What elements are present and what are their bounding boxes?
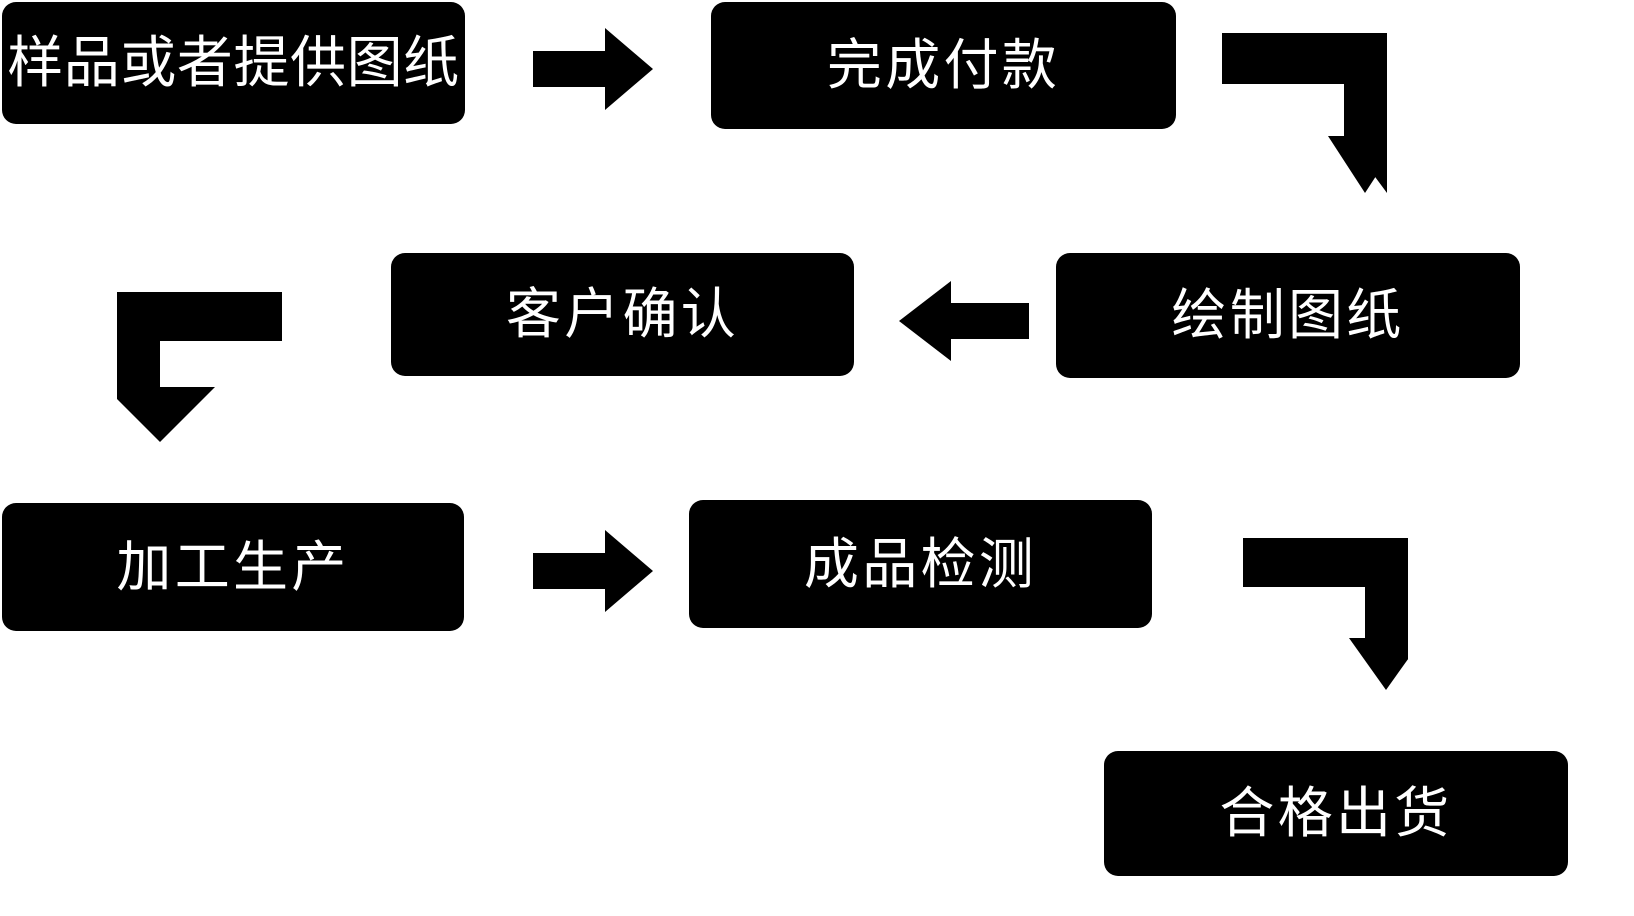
flow-node-production[interactable]: 加工生产 (2, 503, 464, 631)
arrow-left-icon (899, 281, 1029, 361)
flow-node-confirm[interactable]: 客户确认 (391, 253, 854, 376)
arrow-right-icon (533, 28, 653, 110)
arrow-elbow-right-down-icon (1222, 33, 1387, 193)
flow-node-inspection[interactable]: 成品检测 (689, 500, 1152, 628)
flow-node-sample-label: 样品或者提供图纸 (7, 31, 460, 94)
flow-node-drawing[interactable]: 绘制图纸 (1056, 253, 1520, 378)
flow-node-payment-label: 完成付款 (826, 34, 1061, 96)
flow-node-payment[interactable]: 完成付款 (711, 2, 1176, 129)
flow-node-shipment-label: 合格出货 (1219, 782, 1453, 844)
flow-node-production-label: 加工生产 (116, 535, 350, 598)
flow-node-sample[interactable]: 样品或者提供图纸 (2, 2, 465, 124)
flow-node-confirm-label: 客户确认 (505, 283, 740, 345)
arrow-elbow-left-down-icon (117, 292, 282, 442)
arrow-elbow-right-down-icon (1243, 538, 1408, 690)
flow-node-inspection-label: 成品检测 (803, 532, 1038, 595)
arrow-right-icon (533, 530, 653, 612)
flow-node-shipment[interactable]: 合格出货 (1104, 751, 1568, 876)
flow-node-drawing-label: 绘制图纸 (1171, 284, 1405, 346)
